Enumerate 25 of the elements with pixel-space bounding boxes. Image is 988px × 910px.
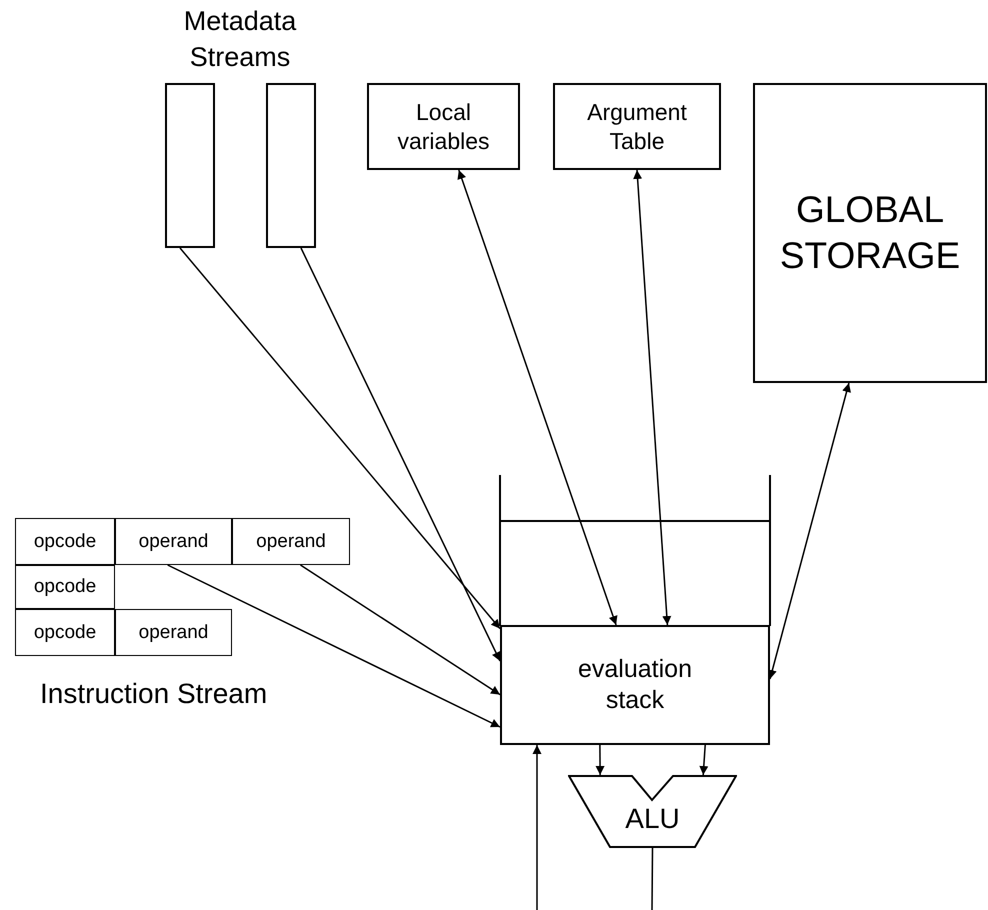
table-cell: operand: [232, 518, 350, 565]
arrow: [458, 170, 618, 626]
arrow: [179, 248, 501, 630]
group-heading: Metadata Streams: [182, 5, 298, 74]
stream-box: [266, 83, 316, 248]
table-cell: operand: [115, 609, 232, 656]
arrow: [596, 745, 605, 775]
process-box: Argument Table: [553, 83, 721, 170]
arrow: [633, 170, 672, 626]
table-cell: operand: [115, 518, 232, 565]
table-caption: Instruction Stream: [40, 677, 268, 711]
table-cell: opcode: [15, 609, 115, 656]
process-box: Local variables: [367, 83, 520, 170]
arrow: [532, 745, 542, 910]
stream-box: [165, 83, 215, 248]
alu-label: ALU: [624, 805, 681, 833]
arrow: [699, 744, 708, 776]
arrow: [300, 248, 501, 662]
arrow: [300, 564, 500, 696]
process-box: GLOBAL STORAGE: [753, 83, 987, 383]
table-cell: opcode: [15, 518, 115, 565]
arrow: [167, 564, 500, 728]
process-box: evaluation stack: [500, 625, 770, 745]
arrow: [768, 382, 851, 680]
table-cell: opcode: [15, 565, 115, 609]
